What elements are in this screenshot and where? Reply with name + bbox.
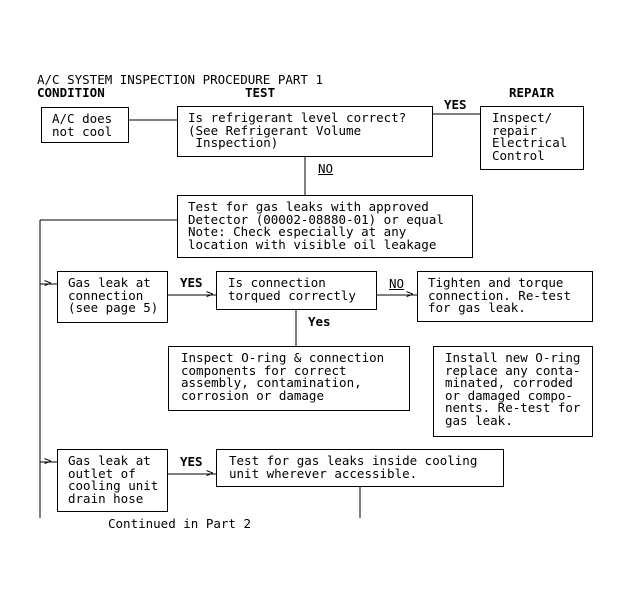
arrow-marker: > [44,275,52,290]
header-repair: REPAIR [509,85,555,100]
arrow-marker: > [44,453,52,468]
label-yes: Yes [308,314,331,329]
box-inspect-oring: Inspect O-ring & connection components f… [168,346,410,411]
arrow-marker: > [206,286,214,301]
box-test-gas-leaks: Test for gas leaks with approved Detecto… [177,195,473,258]
box-gas-leak-outlet: Gas leak at outlet of cooling unit drain… [57,449,168,512]
label-yes: YES [180,454,203,469]
label-yes: YES [444,97,467,112]
continued-note: Continued in Part 2 [108,516,251,531]
box-ac-does-not-cool: A/C does not cool [41,107,129,143]
box-gas-leak-connection: Gas leak at connection (see page 5) [57,271,168,323]
label-no: NO [389,276,405,291]
box-tighten-and-torque: Tighten and torque connection. Re-test f… [417,271,593,322]
box-connection-torqued-question: Is connection torqued correctly [216,271,377,310]
box-refrigerant-level-question: Is refrigerant level correct? (See Refri… [177,106,433,157]
box-test-inside-cooling: Test for gas leaks inside cooling unit w… [216,449,504,487]
label-yes: YES [180,275,203,290]
box-inspect-repair-electrical: Inspect/ repair Electrical Control [480,106,584,170]
arrow-marker: > [206,465,214,480]
box-install-new-oring: Install new O-ring replace any conta- mi… [433,346,593,437]
page-title: A/C SYSTEM INSPECTION PROCEDURE PART 1 [37,72,323,87]
header-test: TEST [245,85,276,100]
arrow-marker: > [406,286,414,301]
header-condition: CONDITION [37,85,105,100]
label-no: NO [318,161,334,176]
